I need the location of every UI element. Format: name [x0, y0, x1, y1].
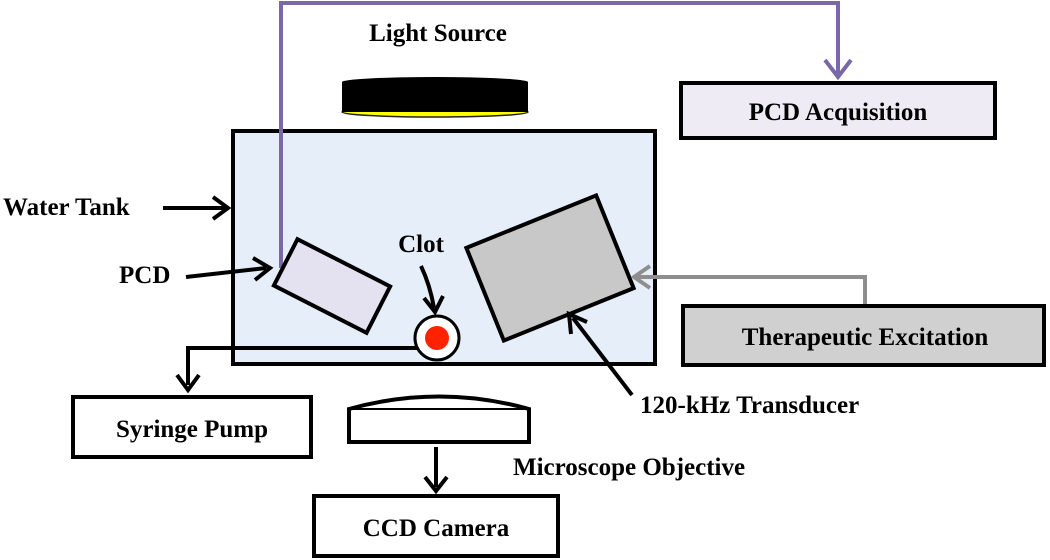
therapeutic-excitation-label: Therapeutic Excitation [742, 324, 989, 351]
pcd-sensor [271, 236, 393, 336]
light-source [341, 77, 529, 118]
water-tank-label: Water Tank [3, 194, 130, 221]
syringe-tubing-arrowhead [175, 373, 201, 394]
pcd-arrow [185, 256, 274, 282]
water-tank-arrow [163, 195, 232, 221]
syringe-pump-box [71, 395, 313, 459]
microscope-objective-label: Microscope Objective [513, 454, 745, 481]
excitation-arrowhead [630, 264, 652, 290]
pcd-label: PCD [119, 262, 170, 289]
ccd-camera-label: CCD Camera [363, 515, 510, 542]
pcd-signal-line [279, 1, 840, 268]
excitation-line [637, 275, 867, 304]
clot-arrow [419, 265, 445, 316]
syringe-tubing [186, 346, 417, 385]
pcd-acquisition-box [679, 81, 997, 140]
syringe-pump-label: Syringe Pump [116, 416, 268, 443]
clot [425, 326, 449, 350]
light-source-label: Light Source [369, 20, 507, 47]
clot-label: Clot [398, 231, 445, 258]
pcd-signal-arrowhead [823, 58, 853, 81]
camera-arrow [423, 447, 449, 495]
microscope-objective [347, 394, 531, 444]
therapeutic-excitation-box [681, 304, 1046, 367]
pcd-acquisition-label: PCD Acquisition [749, 99, 928, 126]
transducer-arrow [566, 310, 634, 397]
transducer-label: 120-kHz Transducer [640, 392, 859, 419]
ccd-camera-box [312, 494, 560, 558]
